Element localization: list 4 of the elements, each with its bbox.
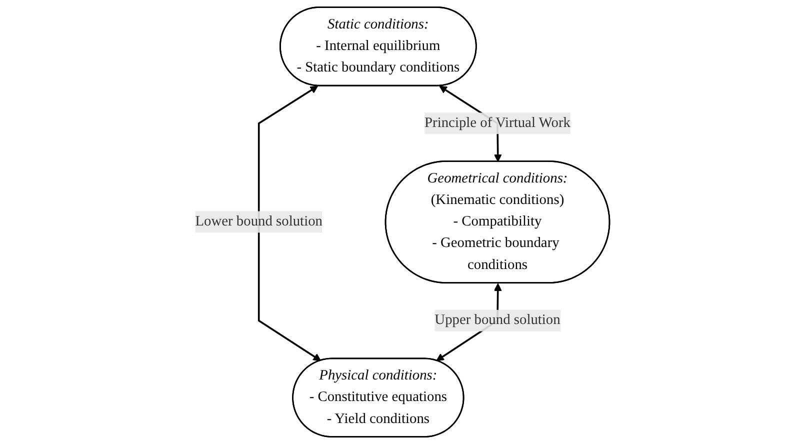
arrow [258,86,322,362]
edge-label: Principle of Virtual Work [424,115,571,131]
edge-label: Upper bound solution [434,312,560,328]
edge-label: Lower bound solution [195,214,323,230]
